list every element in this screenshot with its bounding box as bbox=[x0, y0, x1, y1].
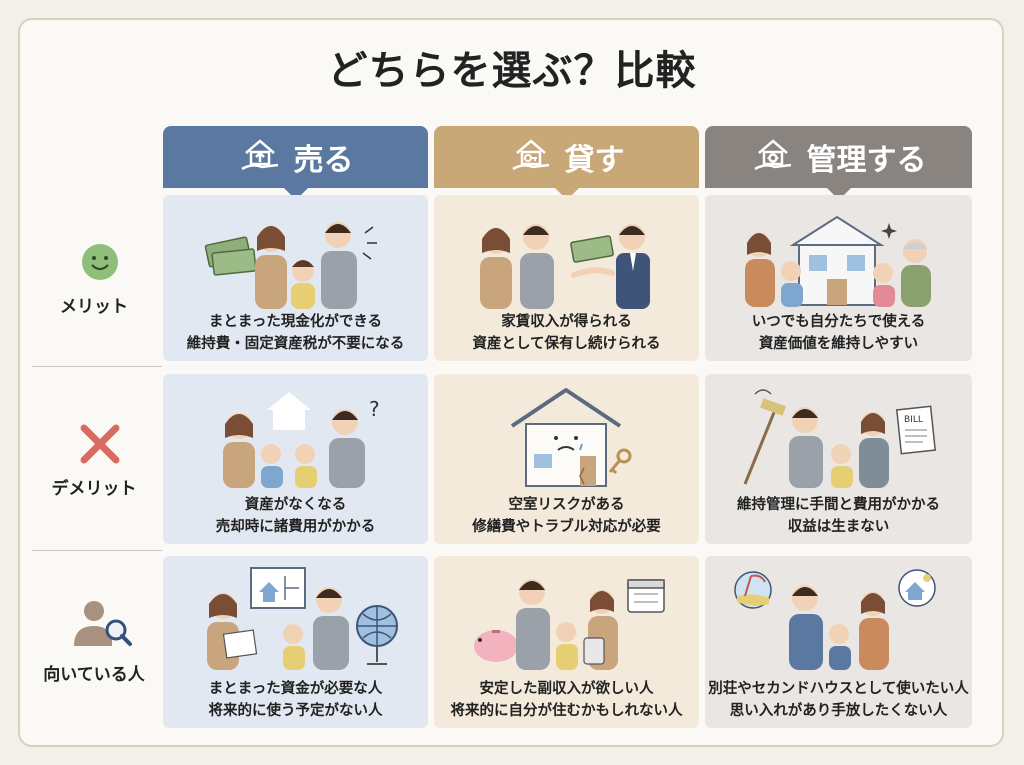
cell-line: 維持費・固定資産税が不要になる bbox=[186, 336, 405, 352]
column-header-lend: 貸す bbox=[434, 126, 699, 200]
planning-family-illustration bbox=[207, 567, 398, 670]
house-gear-hand-icon bbox=[751, 131, 795, 183]
cell-lend-demerit: 空室リスクがある 修繕費やトラブル対応が必要 bbox=[434, 374, 699, 544]
svg-text:?: ? bbox=[369, 397, 380, 421]
bill-text: BILL bbox=[904, 415, 923, 425]
cell-line: 売却時に諸費用がかかる bbox=[215, 519, 376, 535]
cell-line: 将来的に使う予定がない人 bbox=[208, 703, 383, 719]
row-label-suited: 向いている人 bbox=[43, 665, 145, 685]
cell-line: 修繕費やトラブル対応が必要 bbox=[472, 519, 661, 535]
cell-line: 家賃収入が得られる bbox=[501, 314, 632, 330]
column-header-sell: 売る bbox=[163, 126, 428, 200]
cell-line: 空室リスクがある bbox=[508, 497, 625, 513]
row-label-merit: メリット bbox=[60, 297, 128, 317]
cell-line: 将来的に自分が住むかもしれない人 bbox=[450, 703, 683, 719]
person-magnifier-icon bbox=[72, 598, 134, 652]
cell-sell-suited: まとまった資金が必要な人 将来的に使う予定がない人 bbox=[163, 556, 428, 728]
house-up-arrow-hand-icon bbox=[238, 131, 282, 183]
savings-family-illustration bbox=[474, 579, 665, 670]
cell-line: 資産として保有し続けられる bbox=[472, 336, 661, 352]
column-header-manage: 管理する bbox=[705, 126, 972, 200]
cell-manage-suited: 別荘やセカンドハウスとして使いたい人 思い入れがあり手放したくない人 bbox=[705, 556, 972, 728]
column-header-lend-label: 貸す bbox=[564, 143, 625, 178]
cell-line: 別荘やセカンドハウスとして使いたい人 bbox=[708, 681, 969, 697]
column-header-manage-label: 管理する bbox=[806, 143, 927, 178]
row-divider bbox=[32, 366, 162, 367]
cell-line: 維持管理に手間と費用がかかる bbox=[737, 497, 940, 513]
cell-line: まとまった現金化ができる bbox=[208, 314, 383, 330]
cell-line: まとまった資金が必要な人 bbox=[208, 681, 383, 697]
smile-face-icon bbox=[80, 242, 120, 286]
cell-sell-merit: まとまった現金化ができる 維持費・固定資産税が不要になる bbox=[163, 195, 428, 361]
cell-lend-suited: 安定した副収入が欲しい人 将来的に自分が住むかもしれない人 bbox=[434, 556, 699, 728]
maintenance-family-illustration: BILL bbox=[743, 389, 937, 488]
worried-family-illustration: ? bbox=[223, 392, 380, 488]
cell-line: いつでも自分たちで使える bbox=[751, 314, 926, 330]
page-title: どちらを選ぶ？比較 bbox=[327, 48, 697, 94]
cell-sell-demerit: ? 資産がなくなる 売却時に諸費用がかかる bbox=[163, 374, 428, 544]
cell-line: 資産価値を維持しやすい bbox=[758, 336, 919, 352]
cell-manage-merit: いつでも自分たちで使える 資産価値を維持しやすい bbox=[705, 195, 972, 361]
family-cash-illustration bbox=[204, 222, 377, 309]
sad-house-illustration bbox=[510, 388, 632, 487]
cell-line: 思い入れがあり手放したくない人 bbox=[729, 703, 948, 719]
family-house-illustration bbox=[745, 215, 931, 307]
cell-lend-merit: 家賃収入が得られる 資産として保有し続けられる bbox=[434, 195, 699, 361]
house-key-hand-icon bbox=[509, 131, 553, 183]
cell-line: 収益は生まない bbox=[787, 519, 890, 535]
vacation-home-illustration bbox=[734, 569, 936, 670]
row-label-demerit: デメリット bbox=[51, 479, 137, 499]
cell-line: 資産がなくなる bbox=[244, 497, 347, 513]
cell-line: 安定した副収入が欲しい人 bbox=[479, 681, 654, 697]
row-divider bbox=[32, 550, 162, 551]
cell-manage-demerit: BILL 維持管理に手間と費用がかかる 収益は生まない bbox=[705, 374, 972, 544]
cross-mark-icon bbox=[78, 422, 122, 470]
rent-payment-illustration bbox=[480, 224, 650, 309]
column-header-sell-label: 売る bbox=[293, 143, 354, 178]
